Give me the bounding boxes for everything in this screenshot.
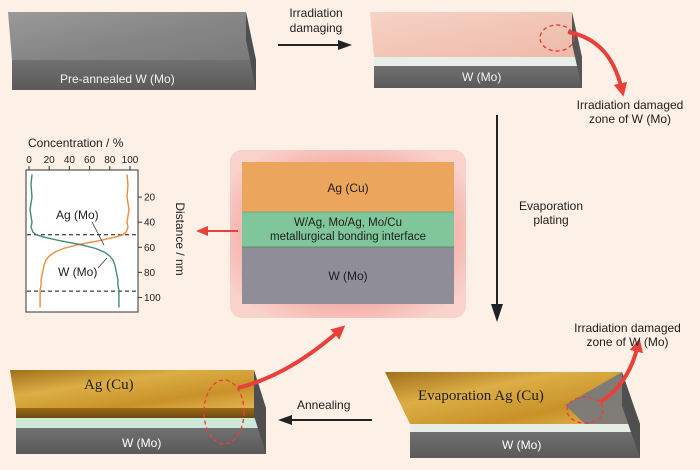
x-tick-label: 40 — [64, 155, 76, 166]
arrow-annealing — [278, 415, 372, 425]
stage4-coating-label: Ag (Cu) — [84, 377, 134, 393]
chart-series — [27, 174, 137, 308]
arrow1-label-line2: damaging — [289, 21, 343, 35]
y-tick-label: 100 — [144, 293, 161, 304]
arrow-to-profile — [196, 226, 238, 236]
stage2-damage-label-line1: Irradiation damaged — [576, 98, 684, 112]
arrow-irradiation — [278, 40, 352, 50]
arrow1-label-line1: Irradiation — [289, 6, 343, 20]
stage3-block — [385, 338, 644, 458]
depth-profile-chart: 0 20 40 60 80 100 20 40 60 80 100 — [25, 155, 161, 313]
stage2-label: W (Mo) — [462, 70, 502, 84]
x-tick-label: 20 — [44, 155, 56, 166]
arrow3-label: Annealing — [297, 398, 351, 412]
series-line-w — [29, 174, 120, 308]
stage1-label: Pre-annealed W (Mo) — [60, 72, 175, 86]
stage3-coating-label: Evaporation Ag (Cu) — [418, 388, 544, 404]
stage2-block — [370, 12, 628, 97]
interface-bottom-label: W (Mo) — [328, 269, 368, 283]
series-ag-label: Ag (Mo) — [56, 208, 99, 222]
chart-title: Concentration / % — [28, 136, 124, 150]
series-w-label: W (Mo) — [58, 265, 98, 279]
chart-ticks: 0 20 40 60 80 100 20 40 60 80 100 — [26, 155, 161, 304]
x-tick-label: 0 — [26, 155, 32, 166]
arrow-evaporation — [491, 115, 503, 322]
y-tick-label: 80 — [144, 268, 156, 279]
stage3-damage-label-line2: zone of W (Mo) — [586, 335, 669, 349]
interface-middle-label-line2: metallurgical bonding interface — [270, 231, 426, 243]
stage2-damage-label-line2: zone of W (Mo) — [588, 112, 672, 126]
stage3-damage-label-line1: Irradiation damaged — [574, 321, 681, 335]
stage4-block — [10, 325, 346, 454]
stage3-base-label: W (Mo) — [502, 438, 542, 452]
interface-box — [230, 150, 466, 318]
series-line-ag — [39, 174, 130, 308]
stage1-block — [8, 12, 256, 90]
interface-top-label: Ag (Cu) — [327, 181, 369, 195]
x-tick-label: 60 — [84, 155, 96, 166]
y-tick-label: 20 — [144, 193, 156, 204]
stage4-base-label: W (Mo) — [122, 436, 162, 450]
w-label-leader — [97, 257, 108, 269]
ag-label-leader — [91, 221, 105, 246]
x-tick-label: 100 — [122, 155, 139, 166]
arrow2-label-line2: plating — [533, 213, 569, 227]
x-tick-label: 80 — [104, 155, 116, 166]
interface-middle-label-line1: W/Ag, Mo/Ag, Mo/Cu — [293, 217, 402, 229]
chart-ylabel: Distance / nm — [173, 202, 187, 276]
y-tick-label: 40 — [144, 218, 156, 229]
arrow2-label-line1: Evaporation — [518, 199, 584, 213]
y-tick-label: 60 — [144, 243, 156, 254]
